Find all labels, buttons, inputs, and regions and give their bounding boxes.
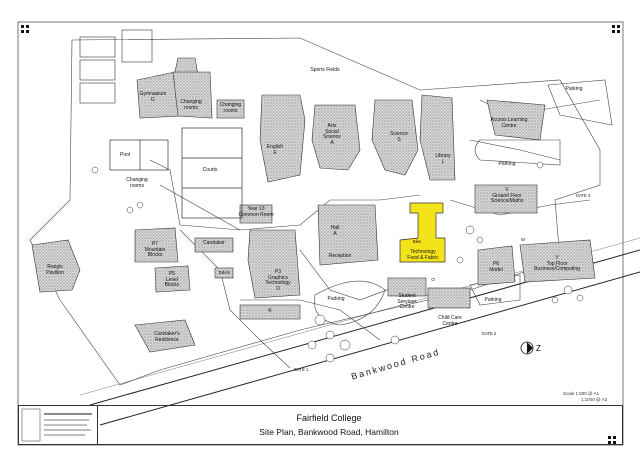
caretakers-residence	[134, 319, 196, 353]
year13-building	[239, 204, 273, 224]
p6-building	[477, 245, 516, 286]
pavilion-building	[31, 239, 81, 293]
buildings	[31, 57, 596, 353]
label-gate-3: GATE 3	[575, 193, 591, 198]
changing-rooms-top	[172, 71, 213, 119]
label-toilets: Toilets	[218, 270, 230, 275]
label-courts: Courts	[202, 167, 218, 173]
map-title: Fairfield College	[296, 413, 362, 423]
label-changing-rooms-pool: Changing rooms	[126, 177, 148, 189]
label-w-block: W	[521, 237, 525, 242]
library-building	[419, 94, 456, 181]
label-library: Library L	[435, 153, 451, 165]
arts-building	[311, 104, 361, 171]
logo-placeholder-icon	[21, 408, 92, 442]
p5-building	[154, 265, 191, 293]
label-technology: Technology Food & Fabric	[407, 249, 439, 261]
label-arts-social-science: Arts Social Science A	[323, 123, 341, 146]
label-gate-2: GATE 2	[481, 331, 497, 336]
sheet-border	[17, 21, 624, 446]
scale-line2: 1:1000 @ A3	[581, 397, 608, 402]
trees	[91, 161, 584, 363]
label-parking-s: Parking	[484, 297, 502, 303]
svg-text:Z: Z	[536, 344, 541, 353]
label-english: English E	[266, 144, 284, 156]
scale-note: Scale 1:500 @ A1 1:1000 @ A3	[563, 391, 607, 403]
label-ground-floor: V Ground Floor Science/Maths	[490, 187, 524, 204]
k-block	[239, 304, 301, 320]
changing-rooms-mid	[216, 99, 245, 119]
label-gate-1: GATE 1	[293, 367, 309, 372]
pool	[109, 139, 169, 171]
student-services-building	[387, 277, 427, 297]
registration-marks	[21, 25, 620, 444]
label-year13: Year 13 Common Room	[238, 206, 274, 218]
label-parking-ne: Parking	[565, 86, 583, 92]
label-parking-centre: Parking	[327, 296, 345, 302]
scale-line1: 1:500 @ A1	[575, 391, 600, 396]
label-changing-rooms-top: Changing rooms	[180, 99, 202, 111]
hall-building	[317, 204, 379, 266]
label-o-block: O	[431, 277, 435, 282]
label-pavilion: Rangis Pavilion	[46, 264, 64, 276]
title-block: Fairfield College Site Plan, Bankwood Ro…	[18, 405, 623, 445]
label-childcare: Child Care Centre	[438, 315, 462, 327]
label-top-floor: Y Top Floor Business/Computing	[534, 255, 580, 272]
label-p5: P5 Level Blocks	[164, 271, 180, 288]
north-arrow-icon: Z	[520, 341, 541, 355]
label-reception: Reception	[328, 253, 352, 259]
label-student-services: Student Services Centre	[397, 293, 417, 310]
childcare-building	[427, 287, 471, 309]
english-building	[259, 94, 306, 183]
campus-boundary	[29, 37, 601, 386]
technology-building-highlight	[399, 202, 446, 263]
label-parking-e: Parking	[498, 161, 516, 167]
label-k-block: K	[268, 308, 272, 314]
map-subtitle: Site Plan, Bankwood Road, Hamilton	[259, 427, 399, 437]
label-caretakers-residence: Caretaker's Residence	[154, 331, 180, 343]
sport-facilities	[109, 127, 243, 219]
label-changing-rooms-mid: Changing rooms	[219, 102, 242, 114]
label-p3: P3 Graphics Technology D	[265, 269, 291, 292]
sports-fields	[79, 29, 153, 104]
label-p7: P7 Mountain Blocks	[144, 241, 166, 258]
label-access-learning: Access Learning Centre	[490, 117, 528, 129]
label-hall: Hall A	[330, 225, 340, 237]
label-pool: Pool	[119, 152, 130, 158]
graphics-building	[247, 229, 301, 299]
label-gymnasium: Gymnasium G	[139, 91, 167, 103]
label-p6: P6 Model	[489, 261, 503, 273]
label-science: Science S	[390, 131, 408, 143]
top-floor-building	[519, 239, 596, 283]
architect-logo-block	[19, 406, 98, 444]
scale-label: Scale	[563, 391, 575, 396]
label-sports-fields: Sports Fields	[310, 67, 340, 73]
caretaker-building	[194, 237, 234, 253]
label-bike: Bike	[412, 239, 422, 244]
science-building	[371, 99, 419, 176]
ground-floor-building	[474, 184, 538, 214]
courts	[181, 127, 243, 219]
access-learning-building	[486, 99, 546, 141]
label-caretaker: Caretaker	[203, 240, 225, 246]
p7-building	[134, 227, 179, 263]
toilets-building	[214, 267, 234, 279]
